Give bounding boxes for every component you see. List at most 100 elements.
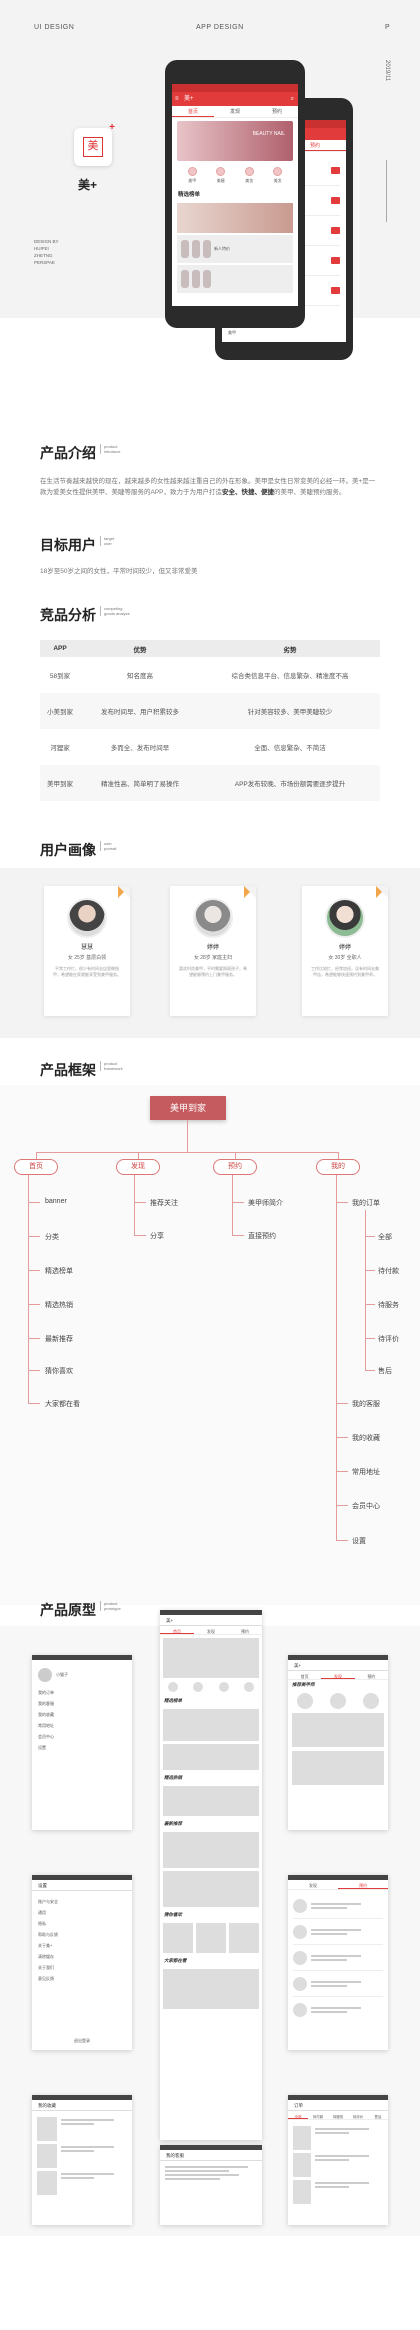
category-item[interactable]: 美妆 [244,167,254,184]
tab[interactable]: 预约 [241,1629,249,1634]
persona-name: 婷婷 [206,945,219,951]
tab[interactable]: 发现 [321,1671,355,1679]
tab[interactable]: 待服务 [332,2115,344,2119]
user-name: 小猫子 [56,1672,68,1677]
menu-item[interactable]: 我的收藏 [38,1712,54,1717]
book-button[interactable] [330,227,340,234]
order-item: 售后 [378,1368,392,1375]
competitor-title: 竞品分析 [40,607,96,623]
featured-image[interactable] [177,203,293,233]
persona-info: 女 30岁 全职人 [328,955,362,961]
branch-home: 首页 [14,1159,58,1175]
book-item: 直接预约 [248,1233,276,1240]
menu-item[interactable]: 常用地址 [38,1723,54,1728]
persona-title: 用户画像 [40,842,96,858]
order-item: 待服务 [378,1302,399,1309]
tab[interactable]: 预约 [338,1880,388,1889]
logout-button[interactable]: 退出登录 [74,2038,90,2043]
product-row[interactable]: 新人特价 [177,235,293,263]
book-button[interactable] [330,287,340,294]
tab-discover[interactable]: 发现 [229,109,240,115]
tab-book[interactable]: 预约 [271,109,282,115]
tab[interactable]: 首页 [160,1626,194,1634]
proto-booking: 发现 预约 [288,1875,388,2050]
menu-item[interactable]: 我的客服 [38,1701,54,1706]
framework-root: 美甲到家 [150,1096,226,1120]
table-header: APP 优势 劣势 [40,640,380,657]
tab-home[interactable]: 首页 [172,106,214,117]
menu-item[interactable]: 设置 [38,1745,46,1750]
proto-favorites: 我的收藏 [32,2095,132,2225]
persona-info: 女 28岁 家庭主妇 [193,955,233,961]
framework-title: 产品框架 [40,1062,96,1078]
book-button[interactable] [330,167,340,174]
tab-book[interactable]: 预约 [284,140,346,151]
date-label: 2019/11 [384,60,390,82]
tab[interactable]: 售后 [374,2115,382,2119]
tab[interactable]: 首页 [300,1674,309,1679]
section-title: 精选榜单 [164,1698,182,1703]
menu-item[interactable]: 会员中心 [38,1734,54,1739]
home-item: 精选榜单 [45,1268,73,1275]
order-item: 全部 [378,1234,392,1241]
settings-item[interactable]: 清除缓存 [38,1954,54,1959]
menu-icon[interactable]: ≡ [175,96,179,102]
brand-name: 美+ [78,178,98,192]
page-label: P [385,24,391,31]
product-row[interactable] [177,265,293,293]
nail-label: 美甲 [228,330,236,335]
tab[interactable]: 预约 [367,1674,376,1679]
category-item[interactable]: 美发 [273,167,283,184]
mine-item: 我的订单 [352,1200,380,1207]
settings-item[interactable]: 账户与安全 [38,1899,58,1904]
book-button[interactable] [330,197,340,204]
proto-title: 美+ [288,1660,388,1671]
proto-title: 美+ [160,1615,262,1626]
menu-item[interactable]: 我的订单 [38,1690,54,1695]
target-title: 目标用户 [40,537,96,553]
settings-item[interactable]: 隐私 [38,1921,46,1926]
settings-item[interactable]: 关于我们 [38,1965,54,1970]
settings-item[interactable]: 通用 [38,1910,46,1915]
category-item[interactable]: 美甲 [187,167,197,184]
section-title: 精选热销 [164,1775,182,1780]
column-header: 优势 [80,640,200,657]
tab[interactable]: 发现 [207,1629,215,1634]
tab[interactable]: 全部 [288,2111,308,2119]
divider [386,160,387,222]
settings-item[interactable]: 关于美+ [38,1943,53,1948]
prototype-title: 产品原型 [40,1602,96,1618]
mine-item: 常用地址 [352,1469,380,1476]
tab[interactable]: 待付款 [312,2115,324,2119]
banner[interactable]: BEAUTY NAIL [177,121,293,161]
persona-desc: 喜欢时尚美甲，平时需要照顾孩子，希望能够预约上门美甲服务。 [179,966,247,977]
design-by-line: HUIFEI [34,246,49,251]
avatar [67,898,107,938]
mine-item: 我的收藏 [352,1435,380,1442]
design-by: DESIGN BY HUIFEI ZHETNG PERSPAE [34,238,59,266]
avatar [325,898,365,938]
banner-placeholder[interactable] [163,1638,259,1678]
avatar [38,1668,52,1682]
column-header: APP [40,640,80,657]
plus-icon: + [109,122,115,133]
category-item[interactable]: 美睫 [216,167,226,184]
proto-service: 我的客服 [160,2145,262,2225]
mine-item: 设置 [352,1538,366,1545]
home-item: 最新推荐 [45,1336,73,1343]
mine-item: 我的客服 [352,1401,380,1408]
tab[interactable]: 发现 [309,1883,317,1888]
search-icon[interactable]: ⌕ [290,96,294,102]
settings-item[interactable]: 意见反馈 [38,1976,54,1981]
proto-title: 我的收藏 [32,2100,132,2111]
branch-book: 预约 [213,1159,257,1175]
proto-home: 美+ 首页发现预约 精选榜单 精选热销 最新推荐 猜你喜欢 大家都在看 [160,1610,262,2140]
column-header: 劣势 [200,640,380,657]
section-title: 推荐美甲师 [292,1682,315,1687]
settings-item[interactable]: 帮助与反馈 [38,1932,58,1937]
tab[interactable]: 待评价 [352,2115,364,2119]
competitor-table: APP 优势 劣势 58到家知名度高综合类信息平台、信息繁杂、精准度不高 小美到… [40,640,380,801]
proto-title: 我的客服 [160,2150,262,2161]
book-button[interactable] [330,257,340,264]
